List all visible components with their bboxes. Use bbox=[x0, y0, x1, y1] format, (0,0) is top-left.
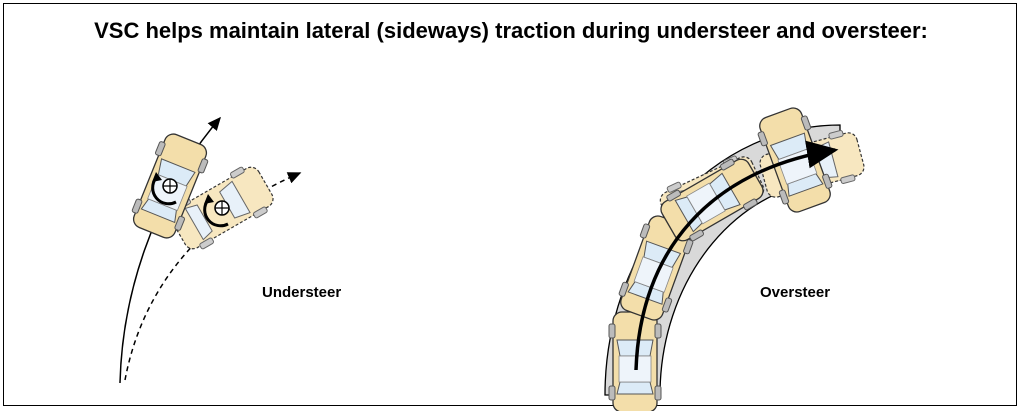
oversteer-illustration bbox=[604, 103, 868, 411]
diagram-frame bbox=[3, 3, 1017, 406]
diagram-title: VSC helps maintain lateral (sideways) tr… bbox=[94, 18, 928, 43]
understeer-illustration bbox=[119, 116, 302, 384]
understeer-label: Understeer bbox=[262, 284, 342, 301]
oversteer-label: Oversteer bbox=[760, 284, 831, 301]
oversteer-path-arrow bbox=[634, 140, 839, 371]
